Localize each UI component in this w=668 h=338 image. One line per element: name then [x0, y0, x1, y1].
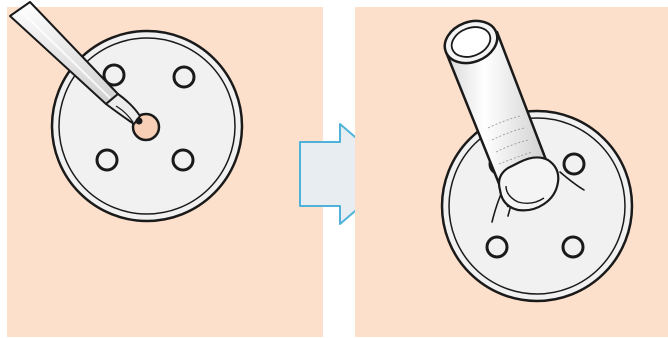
- screwdriver-icon: [9, 1, 143, 125]
- screw-hole: [95, 63, 196, 172]
- panel-before: [7, 1, 323, 337]
- pipe-collar: [497, 156, 560, 212]
- panel-after: [355, 7, 668, 337]
